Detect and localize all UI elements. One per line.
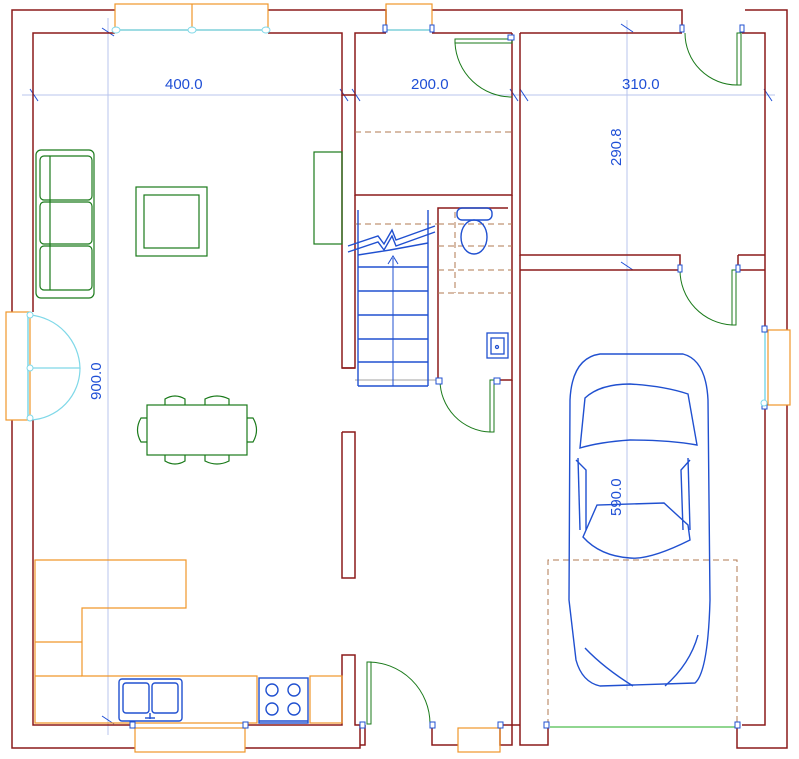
kitchen-counter <box>34 559 343 724</box>
door-swings <box>366 32 742 725</box>
walls <box>11 9 788 749</box>
sofa-icon <box>35 149 95 299</box>
garage-depth-label: 590.0 <box>608 478 625 516</box>
dimension-guides <box>22 18 775 735</box>
glass-door <box>29 314 81 421</box>
tv-unit-icon <box>313 151 343 245</box>
wall-joints <box>129 24 768 729</box>
coffee-table-icon <box>135 186 208 257</box>
dining-table-icon <box>136 395 258 465</box>
toilet-icon <box>456 207 493 255</box>
window-glass <box>27 29 766 728</box>
stove-icon <box>258 677 309 724</box>
window-hinges <box>26 26 768 422</box>
room-width-label: 310.0 <box>622 76 660 93</box>
room-depth-label: 290.8 <box>608 128 625 166</box>
sink-icon <box>118 678 183 722</box>
windows <box>5 3 791 753</box>
staircase-icon <box>347 210 436 387</box>
dimension-ticks <box>29 23 773 725</box>
living-depth-label: 900.0 <box>88 362 105 400</box>
hidden-lines <box>355 131 738 725</box>
front-door-leaf <box>454 38 513 44</box>
car-icon <box>568 353 711 687</box>
washbasin-icon <box>486 332 509 359</box>
living-width-label: 400.0 <box>165 76 203 93</box>
hall-width-label: 200.0 <box>411 76 449 93</box>
